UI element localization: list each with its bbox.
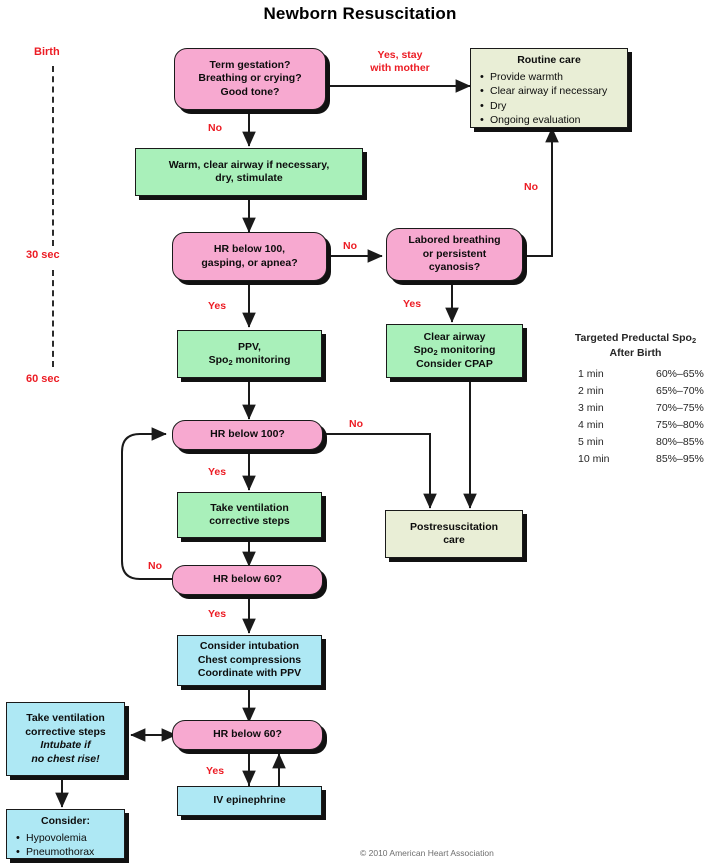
table-row: 2 min 65%–70% [558, 382, 710, 399]
node-consider-causes-list: Hypovolemia Pneumothorax [13, 831, 94, 860]
node-postresuscitation-care-line2: care [443, 534, 465, 546]
node-routine-care-heading: Routine care [517, 54, 581, 66]
node-term-gestation-line3: Good tone? [220, 85, 280, 98]
list-item: Provide warmth [480, 70, 607, 85]
edge-label-yes-4: Yes [208, 608, 227, 620]
edge-label-no-1: No [208, 122, 222, 134]
table-row: 1 min 60%–65% [558, 365, 710, 382]
list-item: Hypovolemia [16, 831, 94, 846]
node-ppv[interactable]: PPV, Spo2 monitoring [177, 330, 322, 378]
spo2-time: 3 min [578, 401, 604, 414]
spo2-table: 1 min 60%–65% 2 min 65%–70% 3 min 70%–75… [558, 365, 710, 467]
node-hr-below-60-b-line1: HR below 60? [213, 728, 282, 741]
node-take-ventilation-steps-line2: corrective steps [209, 515, 290, 527]
node-take-ventilation-steps-2-line2: corrective steps [25, 725, 106, 738]
edge-label-no-5: No [148, 560, 162, 572]
edge-label-no-2: No [343, 240, 357, 252]
list-item: Clear airway if necessary [480, 84, 607, 99]
list-item: Dry [480, 99, 607, 114]
edge-label-yes-1: Yes [208, 300, 227, 312]
node-clear-airway-line2: Spo2 monitoring [413, 344, 496, 358]
table-row: 5 min 80%–85% [558, 433, 710, 450]
timeline-dash-upper [52, 66, 54, 246]
node-term-gestation[interactable]: Term gestation? Breathing or crying? Goo… [174, 48, 326, 110]
node-take-ventilation-steps-2-line4: no chest rise! [31, 752, 100, 765]
node-hr-below-100[interactable]: HR below 100? [172, 420, 323, 450]
node-take-ventilation-steps[interactable]: Take ventilation corrective steps [177, 492, 322, 538]
edge-label-yes-5: Yes [206, 765, 225, 777]
node-hr-below-60-b[interactable]: HR below 60? [172, 720, 323, 750]
node-warm-clear-airway[interactable]: Warm, clear airway if necessary, dry, st… [135, 148, 363, 196]
timeline-label-60sec: 60 sec [26, 373, 60, 385]
timeline-dash-lower [52, 270, 54, 367]
spo2-time: 4 min [578, 418, 604, 431]
node-clear-airway-line1: Clear airway [423, 330, 486, 343]
list-item: Ongoing evaluation [480, 113, 607, 128]
node-term-gestation-line1: Term gestation? [209, 58, 291, 71]
node-ppv-line1: PPV, [238, 340, 261, 353]
node-hr-below-60-a-line1: HR below 60? [213, 573, 282, 586]
spo2-range: 70%–75% [656, 401, 704, 414]
node-iv-epinephrine[interactable]: IV epinephrine [177, 786, 322, 816]
node-postresuscitation-care-line1: Postresuscitation [409, 520, 499, 533]
spo2-range: 85%–95% [656, 452, 704, 465]
edge-label-no-4: No [349, 418, 363, 430]
spo2-range: 75%–80% [656, 418, 704, 431]
node-hr-below-100-line1: HR below 100? [210, 428, 285, 441]
edge-label-no-3: No [524, 181, 538, 193]
spo2-time: 2 min [578, 384, 604, 397]
spo2-time: 10 min [578, 452, 610, 465]
node-warm-clear-airway-line2: dry, stimulate [215, 172, 283, 184]
node-consider-intubation-line2: Chest compressions [197, 653, 302, 666]
spo2-range: 80%–85% [656, 435, 704, 448]
node-consider-causes-heading: Consider: [40, 815, 90, 827]
timeline-label-birth: Birth [34, 46, 60, 58]
node-take-ventilation-steps-2-line1: Take ventilation [26, 712, 105, 724]
node-hr-below-100-gasping[interactable]: HR below 100, gasping, or apnea? [172, 232, 327, 281]
copyright-notice: © 2010 American Heart Association [360, 848, 494, 858]
node-take-ventilation-steps-2-line3: Intubate if [40, 739, 91, 751]
edge-label-yes-stay-with-mother: Yes, stay with mother [370, 49, 430, 74]
node-consider-intubation[interactable]: Consider intubation Chest compressions C… [177, 635, 322, 686]
list-item: Pneumothorax [16, 845, 94, 860]
spo2-target-table: Targeted Preductal Spo2 After Birth 1 mi… [558, 331, 713, 467]
node-labored-breathing[interactable]: Labored breathing or persistent cyanosis… [386, 228, 523, 281]
edge-label-yes-2: Yes [403, 298, 422, 310]
node-warm-clear-airway-line1: Warm, clear airway if necessary, [168, 158, 330, 171]
edge-label-yes-3: Yes [208, 466, 227, 478]
table-row: 3 min 70%–75% [558, 399, 710, 416]
node-hr-below-100-gasping-line1: HR below 100, [213, 243, 286, 255]
node-labored-breathing-line3: cyanosis? [428, 261, 481, 274]
node-routine-care[interactable]: Routine care Provide warmth Clear airway… [470, 48, 628, 128]
node-consider-intubation-line3: Coordinate with PPV [197, 667, 302, 680]
spo2-range: 65%–70% [656, 384, 704, 397]
node-hr-below-100-gasping-line2: gasping, or apnea? [201, 256, 298, 269]
node-hr-below-60-a[interactable]: HR below 60? [172, 565, 323, 595]
page-title: Newborn Resuscitation [263, 4, 457, 23]
spo2-time: 5 min [578, 435, 604, 448]
node-take-ventilation-steps-2[interactable]: Take ventilation corrective steps Intuba… [6, 702, 125, 776]
node-postresuscitation-care[interactable]: Postresuscitation care [385, 510, 523, 558]
node-take-ventilation-steps-line1: Take ventilation [210, 501, 289, 514]
node-labored-breathing-line2: or persistent [422, 247, 487, 260]
node-clear-airway[interactable]: Clear airway Spo2 monitoring Consider CP… [386, 324, 523, 378]
node-routine-care-list: Provide warmth Clear airway if necessary… [477, 70, 607, 128]
node-clear-airway-line3: Consider CPAP [416, 357, 493, 370]
spo2-range: 60%–65% [656, 367, 704, 380]
node-ppv-line2: Spo2 monitoring [208, 354, 291, 367]
table-row: 4 min 75%–80% [558, 416, 710, 433]
node-term-gestation-line2: Breathing or crying? [198, 72, 302, 85]
spo2-time: 1 min [578, 367, 604, 380]
node-consider-intubation-line1: Consider intubation [199, 640, 300, 653]
node-iv-epinephrine-line1: IV epinephrine [213, 794, 286, 807]
table-row: 10 min 85%–95% [558, 450, 710, 467]
node-consider-causes[interactable]: Consider: Hypovolemia Pneumothorax [6, 809, 125, 859]
spo2-table-caption: Targeted Preductal Spo2 After Birth [574, 332, 697, 359]
node-labored-breathing-line1: Labored breathing [408, 234, 501, 247]
timeline-label-30sec: 30 sec [26, 249, 60, 261]
